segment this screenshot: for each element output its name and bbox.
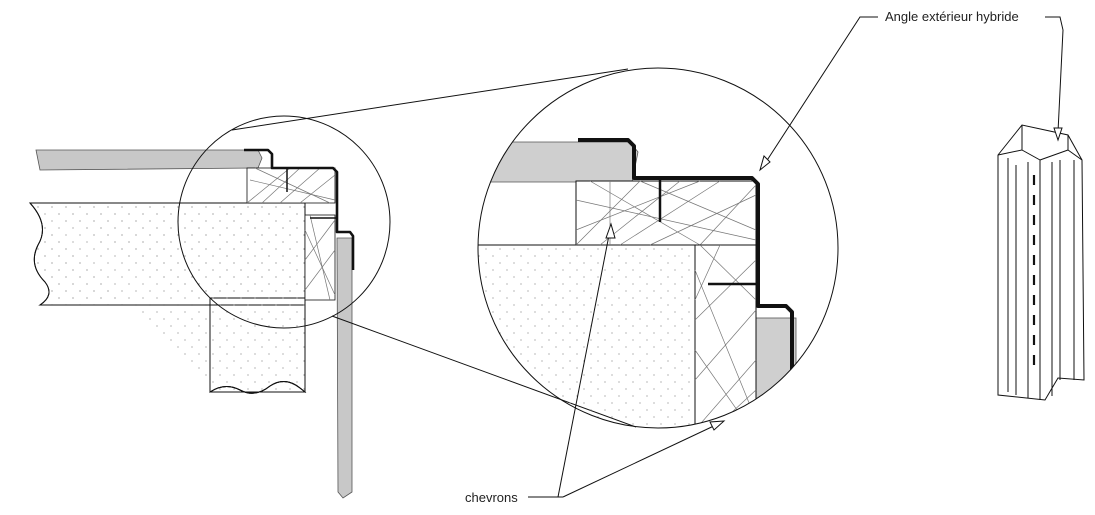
tangent-top (231, 68, 629, 131)
detail-circle-small (177, 115, 391, 329)
corner-profile-small (244, 148, 355, 270)
leader-chevrons (528, 222, 726, 498)
siding-horizontal (35, 149, 263, 171)
label-angle-exterieur: Angle extérieur hybride (885, 9, 1019, 24)
siding-vertical (336, 237, 353, 499)
corner-post-3d-icon (997, 124, 1085, 401)
label-chevrons: chevrons (465, 490, 518, 505)
enlarged-detail (478, 138, 797, 428)
left-overview (28, 115, 391, 499)
furring-strip-side (304, 214, 336, 301)
leader-angle (759, 16, 1064, 172)
detail-circle-large (477, 67, 839, 429)
furring-strip-top (246, 167, 336, 204)
